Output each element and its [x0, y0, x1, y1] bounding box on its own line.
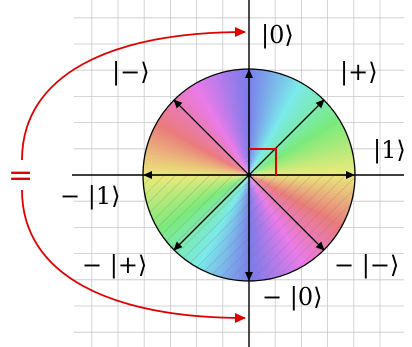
phase-wedge	[249, 69, 257, 175]
phase-wedge	[176, 86, 249, 175]
phase-wedge	[143, 147, 249, 175]
right-angle-marker	[249, 148, 277, 175]
phase-wedge	[155, 109, 249, 175]
phase-color-disc	[143, 69, 355, 281]
phase-wedge	[249, 69, 277, 175]
phase-wedge	[249, 88, 324, 175]
phase-wedge	[143, 140, 249, 175]
phase-wedge	[182, 82, 249, 175]
label-ket0: |0⟩	[261, 21, 294, 50]
phase-wedge	[249, 69, 265, 175]
phase-wedge	[143, 144, 249, 175]
phase-wedge	[143, 155, 249, 175]
phase-wedge	[249, 69, 261, 175]
arrow-ket-plus	[248, 99, 325, 176]
phase-wedge	[249, 96, 333, 175]
phase-wedge	[143, 167, 249, 175]
label-ket-minus: |−⟩	[112, 58, 150, 87]
phase-wedge	[249, 118, 348, 175]
phase-wedge	[249, 83, 318, 175]
phase-wedge	[249, 114, 346, 175]
label-ket-plus: |+⟩	[340, 58, 378, 87]
phase-wedge	[146, 125, 249, 175]
phase-wedge	[199, 72, 249, 175]
label-neg-ket1: − |1⟩	[60, 182, 120, 211]
phase-wedge	[162, 100, 249, 175]
phase-wedge	[249, 69, 273, 175]
phase-wedge	[188, 78, 249, 175]
label-neg-ket0: − |0⟩	[262, 283, 322, 312]
phase-wedge	[249, 108, 342, 175]
phase-wedge	[249, 125, 352, 175]
phase-wedge	[151, 115, 249, 175]
phase-wedge	[249, 75, 305, 175]
phase-wedge	[249, 86, 321, 175]
phase-wedge	[249, 102, 338, 175]
phase-wedge	[249, 91, 327, 175]
phase-wedge	[143, 136, 249, 175]
phase-wedge	[160, 103, 249, 175]
phase-wedge	[143, 159, 249, 175]
label-ket1: |1⟩	[373, 136, 406, 165]
phase-wedge	[249, 111, 344, 175]
phase-wedge	[170, 91, 249, 175]
phase-wedge	[249, 121, 350, 175]
equals-sign: =	[8, 158, 33, 193]
label-neg-ket-plus: − |+⟩	[82, 251, 147, 280]
phase-wedge	[249, 99, 335, 175]
phase-wedge	[149, 119, 249, 175]
phase-wedge	[144, 129, 249, 175]
phase-wedge	[249, 69, 280, 175]
label-neg-ket-minus: − |−⟩	[334, 251, 399, 280]
phase-wedge	[249, 69, 269, 175]
phase-wedge	[157, 106, 249, 175]
phase-wedge	[147, 122, 249, 175]
arrow-neg-ket-minus	[248, 174, 325, 251]
arrow-ket-minus	[173, 99, 250, 176]
phase-wedge	[185, 80, 249, 175]
phase-wedge	[153, 112, 249, 175]
phase-wedge	[143, 151, 249, 175]
equivalence-arc-bottom	[21, 189, 246, 323]
phase-wedge	[143, 133, 249, 175]
phase-wedge	[179, 84, 249, 175]
equivalence-arc-top	[21, 27, 246, 161]
phase-wedge	[143, 163, 249, 175]
phase-wedge	[249, 81, 315, 175]
phase-wedge	[249, 79, 312, 175]
phase-wedge	[249, 105, 340, 175]
phase-wedge	[249, 77, 309, 175]
arrow-neg-ket-plus	[173, 174, 250, 251]
phase-wedge	[192, 76, 249, 175]
phase-wedge	[165, 97, 249, 175]
phase-wedge	[195, 74, 249, 175]
phase-wedge	[173, 89, 249, 175]
lower-half-hatching	[143, 175, 355, 281]
